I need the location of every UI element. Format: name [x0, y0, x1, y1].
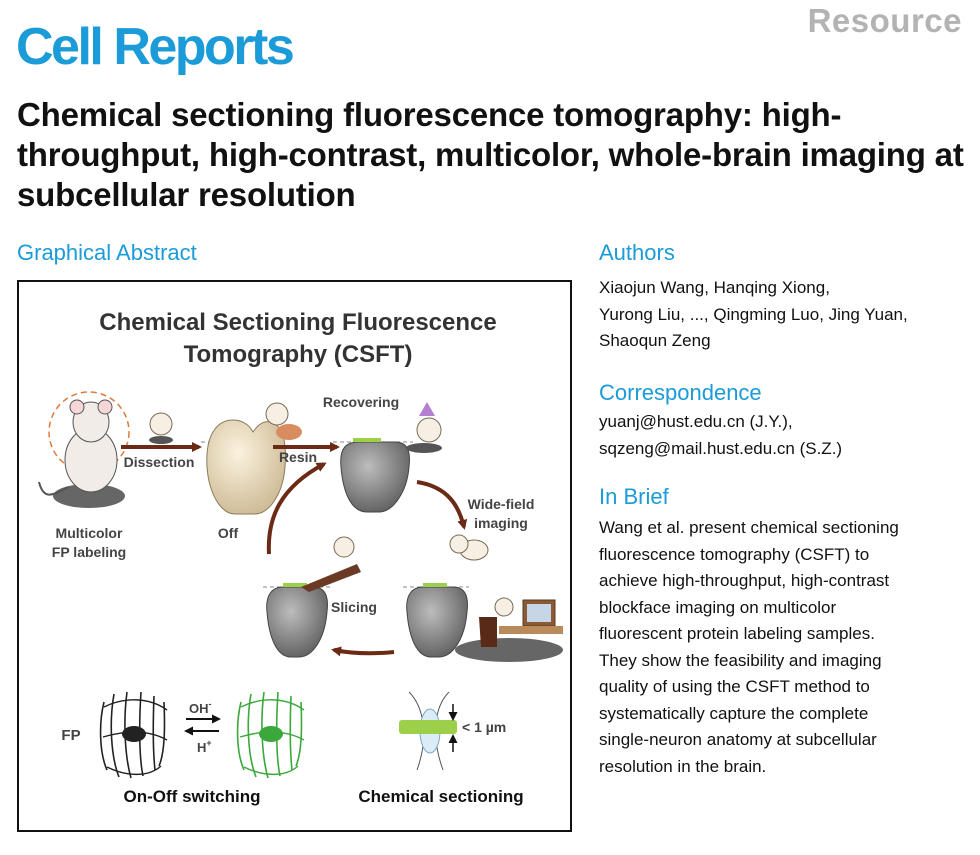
abstract-title-line1: Chemical Sectioning Fluorescence [99, 309, 496, 336]
graphical-abstract-svg: Chemical Sectioning Fluorescence Tomogra… [38, 309, 563, 806]
article-type-label: Resource [807, 2, 962, 39]
label-fp-labeling: FP labeling [52, 544, 126, 560]
desk-illustration [455, 597, 563, 662]
label-resin: Resin [279, 449, 317, 465]
fp-barrel-off [99, 691, 168, 779]
in-brief-line: single-neuron anatomy at subcellular [599, 730, 877, 749]
label-oh: OH- [189, 699, 212, 716]
in-brief-line: Wang et al. present chemical sectioning [599, 518, 899, 537]
graphical-abstract-heading: Graphical Abstract [17, 240, 197, 265]
label-chemical-sectioning: Chemical sectioning [358, 787, 523, 806]
correspondence-heading: Correspondence [599, 380, 762, 405]
abstract-title-line2: Tomography (CSFT) [184, 341, 413, 368]
in-brief-line: They show the feasibility and imaging [599, 650, 882, 670]
label-wide-field: Wide-field [468, 496, 535, 512]
arrow-return [331, 646, 395, 657]
article-title: Chemical sectioning fluorescence tomogra… [17, 96, 964, 213]
authors-line: Yurong Liu, ..., Qingming Luo, Jing Yuan… [599, 304, 908, 324]
brain-gray-left [263, 583, 331, 658]
label-thickness: < 1 µm [462, 719, 506, 735]
in-brief-line: quality of using the CSFT method to [599, 677, 870, 696]
in-brief-line: fluorescent protein labeling samples. [599, 624, 875, 643]
cat-illustration [449, 534, 489, 561]
label-h: H+ [197, 738, 212, 755]
brain-gray-top [333, 438, 413, 513]
label-recovering: Recovering [323, 394, 399, 410]
in-brief-line: blockface imaging on multicolor [599, 597, 837, 617]
label-imaging: imaging [474, 515, 528, 531]
in-brief-line: achieve high-throughput, high-contrast [599, 571, 890, 590]
authors-heading: Authors [599, 240, 675, 265]
in-brief-line: fluorescence tomography (CSFT) to [599, 544, 870, 564]
arrow-imaging [416, 480, 468, 530]
mouse-illustration [38, 391, 130, 508]
brain-beige [201, 419, 286, 515]
label-on-off-switching: On-Off switching [124, 787, 261, 806]
label-off: Off [218, 525, 239, 541]
in-brief-heading: In Brief [599, 484, 669, 509]
authors-line: Shaoqun Zeng [599, 331, 711, 350]
authors-line: Xiaojun Wang, Hanqing Xiong, [599, 278, 830, 297]
in-brief-text: Wang et al. present chemical sectioning … [599, 515, 969, 780]
blade-illustration [301, 536, 361, 592]
brain-gray-right [403, 583, 469, 658]
graphical-abstract-figure: Chemical Sectioning Fluorescence Tomogra… [17, 280, 572, 832]
label-fp: FP [61, 727, 80, 744]
cat-illustration [406, 402, 442, 453]
authors-list: Xiaojun Wang, Hanqing Xiong, Yurong Liu,… [599, 275, 969, 355]
correspondence-block: yuanj@hust.edu.cn (J.Y.), sqzeng@mail.hu… [599, 409, 969, 462]
label-dissection: Dissection [124, 454, 195, 470]
journal-logo: Cell Reports [16, 18, 295, 76]
cat-illustration [265, 402, 302, 440]
fp-barrel-on [236, 691, 305, 779]
label-multicolor: Multicolor [56, 525, 123, 541]
in-brief-line: systematically capture the complete [599, 703, 869, 723]
correspondence-email[interactable]: sqzeng@mail.hust.edu.cn (S.Z.) [599, 438, 843, 458]
in-brief-line: resolution in the brain. [599, 756, 767, 776]
arrow-slicing [266, 462, 327, 555]
label-slicing: Slicing [331, 599, 377, 615]
sectioning-diagram [399, 691, 458, 771]
cat-illustration [149, 412, 173, 444]
correspondence-email[interactable]: yuanj@hust.edu.cn (J.Y.), [599, 412, 793, 431]
